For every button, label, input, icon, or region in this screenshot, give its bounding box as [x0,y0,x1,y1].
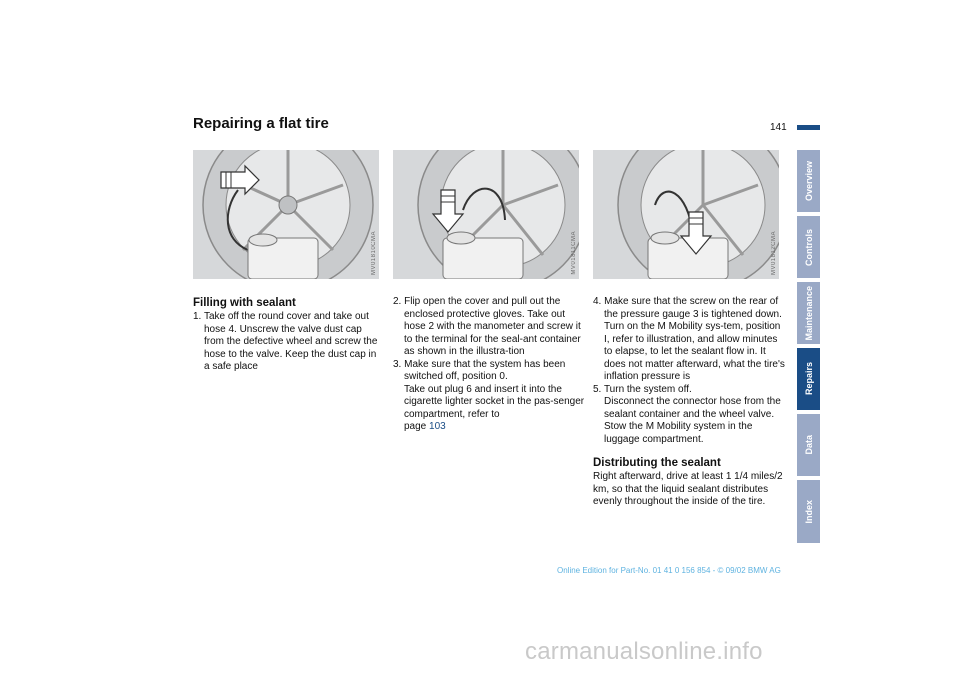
tab-index[interactable]: Index [797,480,820,543]
illustration-valve-hose: MV01810CMA [193,150,379,279]
section-heading-distributing: Distributing the sealant [593,457,721,469]
section-heading-filling: Filling with sealant [193,297,296,309]
figure-code: MV01810CMA [371,230,377,275]
watermark: carmanualsonline.info [525,638,763,665]
tire-wheel-drawing-1 [193,150,379,279]
step-5: 5. Turn the system off. [593,383,692,395]
page-number-bar [797,125,820,130]
footer-edition: Online Edition for Part-No. 01 41 0 156 … [557,566,781,575]
illustration-manometer-hose: MV01811CMA [393,150,579,279]
step-3: 3. Make sure that the system has been sw… [393,358,566,383]
step-4: 4. Make sure that the screw on the rear … [593,296,785,382]
step-3-continued: Take out plug 6 and insert it into the c… [393,384,585,434]
tab-label: Index [803,499,814,524]
tab-maintenance[interactable]: Maintenance [797,282,820,344]
tab-label: Data [803,435,814,455]
tab-data[interactable]: Data [797,414,820,476]
page-ref-prefix: page [404,421,430,432]
tab-label: Maintenance [803,285,814,341]
page-title: Repairing a flat tire [193,115,329,132]
illustration-switch-on: MV01812CMA [593,150,779,279]
tire-wheel-drawing-3 [593,150,779,279]
tab-repairs[interactable]: Repairs [797,348,820,410]
step-3-text: Take out plug 6 and insert it into the c… [404,383,585,420]
distributing-paragraph: Right afterward, drive at least 1 1/4 mi… [593,471,783,507]
tab-controls[interactable]: Controls [797,216,820,278]
figure-code: MV01812CMA [771,230,777,275]
tab-label: Repairs [803,362,814,396]
step-5-continued: Disconnect the connector hose from the s… [604,396,781,445]
tab-label: Controls [803,228,814,266]
page-number: 141 [770,122,787,133]
column-1: Filling with sealant 1. Take off the rou… [193,296,383,374]
step-1: 1. Take off the round cover and take out… [193,311,378,372]
tab-label: Overview [803,160,814,202]
column-2: 2. Flip open the cover and pull out the … [393,296,585,434]
figure-code: MV01811CMA [571,231,577,275]
tire-wheel-drawing-2 [393,150,579,279]
step-2: 2. Flip open the cover and pull out the … [393,296,581,357]
page-ref-link[interactable]: 103 [429,421,446,432]
column-3: 4. Make sure that the screw on the rear … [593,296,787,509]
tab-overview[interactable]: Overview [797,150,820,212]
